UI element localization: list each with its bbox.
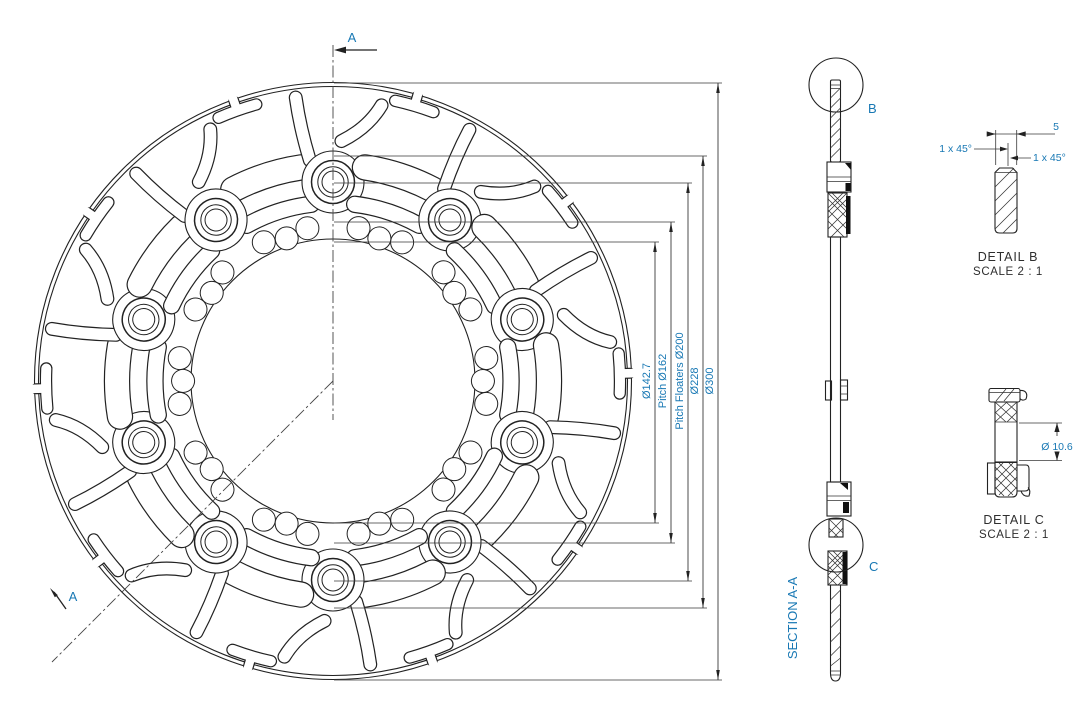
- extension-lines: [334, 82, 722, 681]
- detail-c-title: DETAIL C: [983, 513, 1044, 527]
- detail-c-dim-bore: Ø 10.6: [1041, 441, 1073, 453]
- main-view-brake-disc: A A Ø142.7 Pitch Ø162 Pitch Floaters Ø20…: [16, 30, 722, 685]
- diameter-dimensions: Ø142.7 Pitch Ø162 Pitch Floaters Ø200 Ø2…: [641, 83, 720, 680]
- dim-228: Ø228: [689, 368, 701, 395]
- section-view-title: SECTION A-A: [785, 577, 800, 660]
- section-arrow-top: A: [334, 30, 377, 54]
- detail-c-view: Ø 10.6 DETAIL C SCALE 2 : 1: [979, 387, 1073, 541]
- detail-b-view: 5 1 x 45° 1 x 45° DETAIL B SCALE 2 : 1: [939, 121, 1066, 278]
- detail-b-scale: SCALE 2 : 1: [973, 266, 1043, 278]
- detail-b-marker-label: B: [868, 101, 877, 116]
- detail-b-circle: [808, 57, 864, 113]
- detail-c-marker-label: C: [869, 559, 878, 574]
- detail-b-title: DETAIL B: [978, 250, 1039, 264]
- detail-c-scale: SCALE 2 : 1: [979, 529, 1049, 541]
- section-arrow-top-label: A: [348, 30, 357, 45]
- dim-outer-300: Ø300: [704, 368, 716, 395]
- dim-pitch-162: Pitch Ø162: [657, 354, 669, 408]
- section-arrow-bottom: A: [50, 588, 78, 610]
- section-cut-line: [51, 45, 334, 663]
- section-arrow-bottom-label: A: [69, 589, 78, 604]
- detail-b-dim-thickness: 5: [1053, 121, 1059, 133]
- dim-pitch-floaters-200: Pitch Floaters Ø200: [674, 332, 686, 429]
- dim-inner-bore: Ø142.7: [641, 363, 653, 399]
- detail-c-circle: [808, 517, 864, 573]
- section-view: B C SECTION A-A: [785, 57, 878, 682]
- detail-b-dim-chamfer-right: 1 x 45°: [1033, 152, 1066, 164]
- detail-b-dim-chamfer-left: 1 x 45°: [939, 143, 972, 155]
